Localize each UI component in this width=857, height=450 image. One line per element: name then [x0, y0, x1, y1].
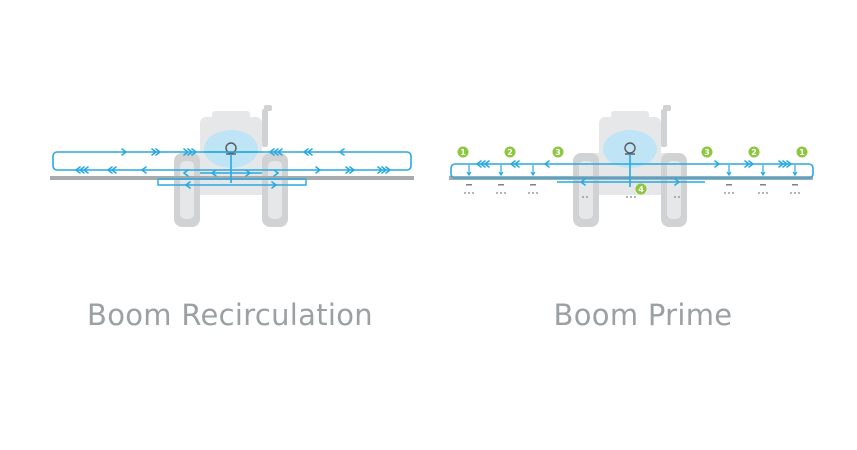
arrow-icon: [475, 160, 793, 186]
prime-line: [450, 163, 814, 179]
badge-1-right: 1: [796, 146, 808, 158]
svg-text:1: 1: [799, 148, 805, 157]
svg-text:3: 3: [704, 148, 710, 157]
svg-text:2: 2: [507, 148, 513, 157]
panel-caption: Boom Recirculation: [87, 298, 373, 332]
badge-3-right: 3: [701, 146, 713, 158]
boom-prime-diagram: 1 2 3 3 2 1 4: [449, 105, 814, 227]
boom-prime-panel: 1 2 3 3 2 1 4 Boom Prime: [429, 0, 857, 450]
arrow-icon: [74, 148, 392, 189]
svg-text:1: 1: [460, 148, 466, 157]
badge-2-left: 2: [504, 146, 516, 158]
badge-1-left: 1: [457, 146, 469, 158]
badge-4: 4: [635, 183, 647, 195]
svg-text:4: 4: [638, 185, 644, 194]
badge-3-left: 3: [552, 146, 564, 158]
return-manifold: [157, 178, 307, 186]
svg-text:3: 3: [555, 148, 561, 157]
step-badges: 1 2 3 3 2 1 4: [457, 146, 808, 195]
svg-text:2: 2: [751, 148, 757, 157]
badge-2-right: 2: [748, 146, 760, 158]
boom-bar: [50, 176, 414, 180]
boom-recirculation-diagram: [50, 105, 414, 227]
boom-recirculation-panel: Boom Recirculation: [0, 0, 428, 450]
nozzle-icon: [466, 165, 798, 177]
pump-icon: [225, 142, 237, 154]
tank-icon: [603, 130, 657, 168]
pump-icon: [624, 142, 636, 154]
panel-caption: Boom Prime: [553, 298, 733, 332]
tank-icon: [204, 130, 258, 168]
